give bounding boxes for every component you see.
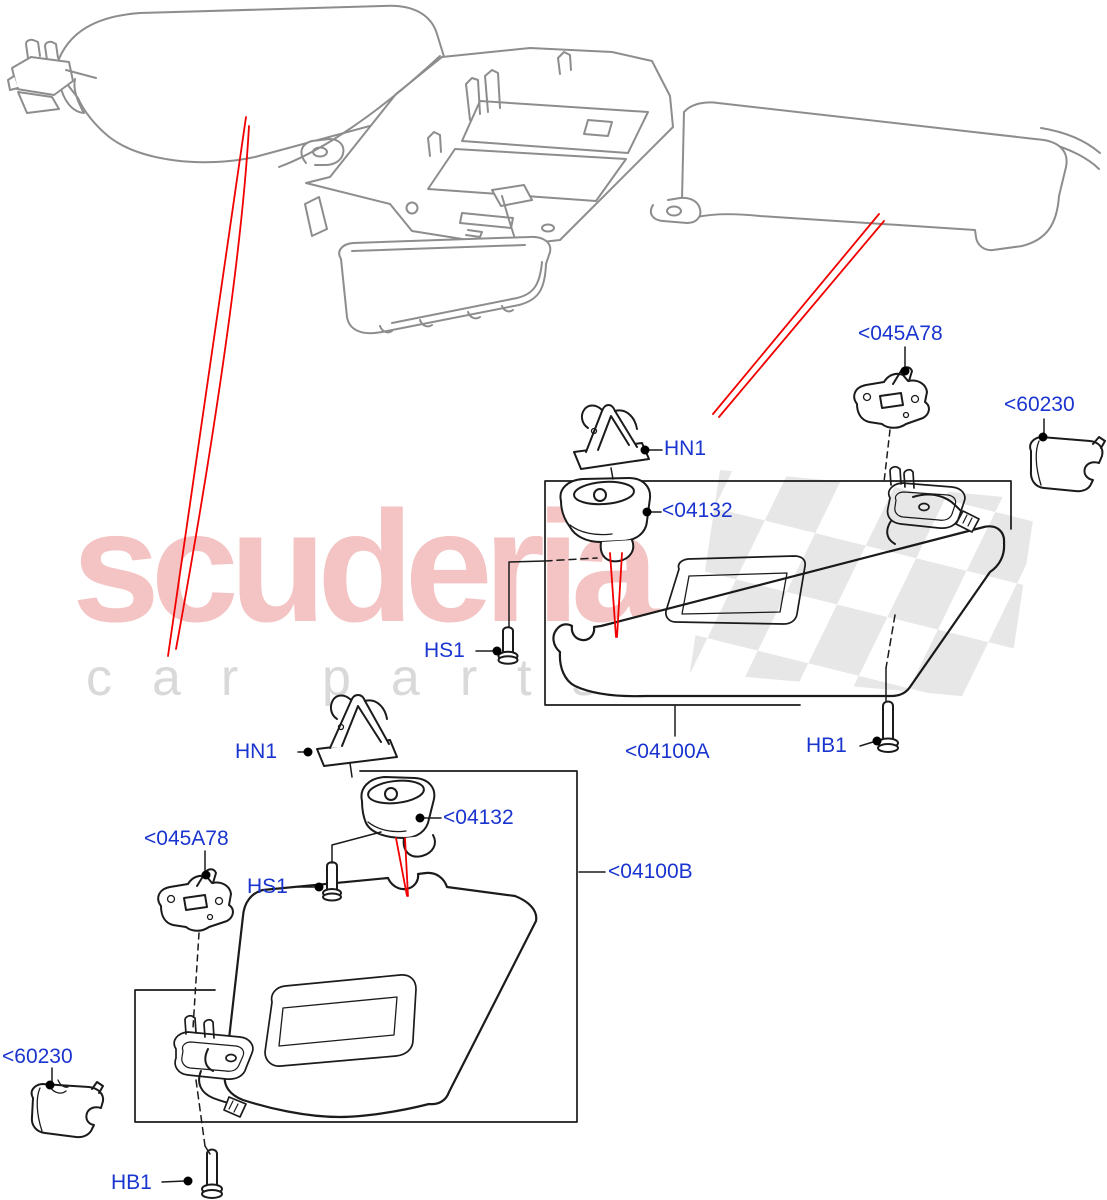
headliner-scene — [7, 4, 1101, 335]
overhead-console-art — [278, 47, 674, 247]
part-label-045a78-lower[interactable]: <045A78 — [144, 827, 229, 850]
lower-visor-assembly — [30, 694, 606, 1199]
part-label-60230-lower[interactable]: <60230 — [2, 1045, 73, 1068]
part-label-hn1-lower[interactable]: HN1 — [235, 740, 278, 763]
upper-clip-hn1 — [573, 404, 650, 470]
lower-screw-hb1 — [201, 1148, 223, 1199]
rearview-mirror-art — [338, 184, 552, 335]
roofline-curve — [1040, 127, 1101, 154]
lower-mount-04132 — [360, 776, 436, 858]
watermark-tagline-car: car — [86, 649, 279, 707]
watermark-tagline-parts: parts — [322, 649, 638, 707]
left-visor-pivot-bracket — [7, 38, 97, 114]
part-label-hb1-lower[interactable]: HB1 — [111, 1171, 152, 1194]
upper-screw-hs1 — [497, 626, 519, 665]
lower-bracket-045a78 — [157, 868, 234, 932]
part-label-hb1-upper[interactable]: HB1 — [806, 734, 847, 757]
lower-cover-60230 — [30, 1079, 105, 1139]
lower-clip-hn1 — [316, 694, 398, 767]
upper-part-box — [544, 480, 1012, 706]
red-pointer-lines — [167, 116, 885, 897]
upper-screw-hb1 — [877, 700, 899, 753]
part-label-045a78-upper[interactable]: <045A78 — [858, 322, 943, 345]
leader-dots — [45, 366, 1048, 1186]
part-label-04132-upper[interactable]: <04132 — [662, 499, 733, 522]
lower-leader-lines — [51, 751, 606, 1183]
lower-pivot-plate — [173, 1014, 254, 1118]
lower-part-box — [134, 770, 578, 1123]
upper-mount-04132 — [559, 477, 652, 563]
part-label-04100a[interactable]: <04100A — [625, 740, 710, 763]
right-sun-visor-art — [649, 101, 1068, 252]
lower-screw-hs1 — [322, 861, 342, 902]
watermark-brand: scuderia — [72, 479, 659, 655]
part-label-hs1-upper[interactable]: HS1 — [424, 639, 465, 662]
checkered-flag-watermark — [690, 470, 1036, 700]
part-label-04100b[interactable]: <04100B — [608, 860, 693, 883]
part-label-hn1-upper[interactable]: HN1 — [664, 437, 707, 460]
part-label-hs1-lower[interactable]: HS1 — [247, 875, 288, 898]
part-label-60230-upper[interactable]: <60230 — [1004, 393, 1075, 416]
part-label-04132-lower[interactable]: <04132 — [443, 806, 514, 829]
lower-visor-04100b — [223, 871, 538, 1119]
lower-vanity-recess — [264, 974, 417, 1067]
upper-cover-60230 — [1029, 436, 1106, 493]
